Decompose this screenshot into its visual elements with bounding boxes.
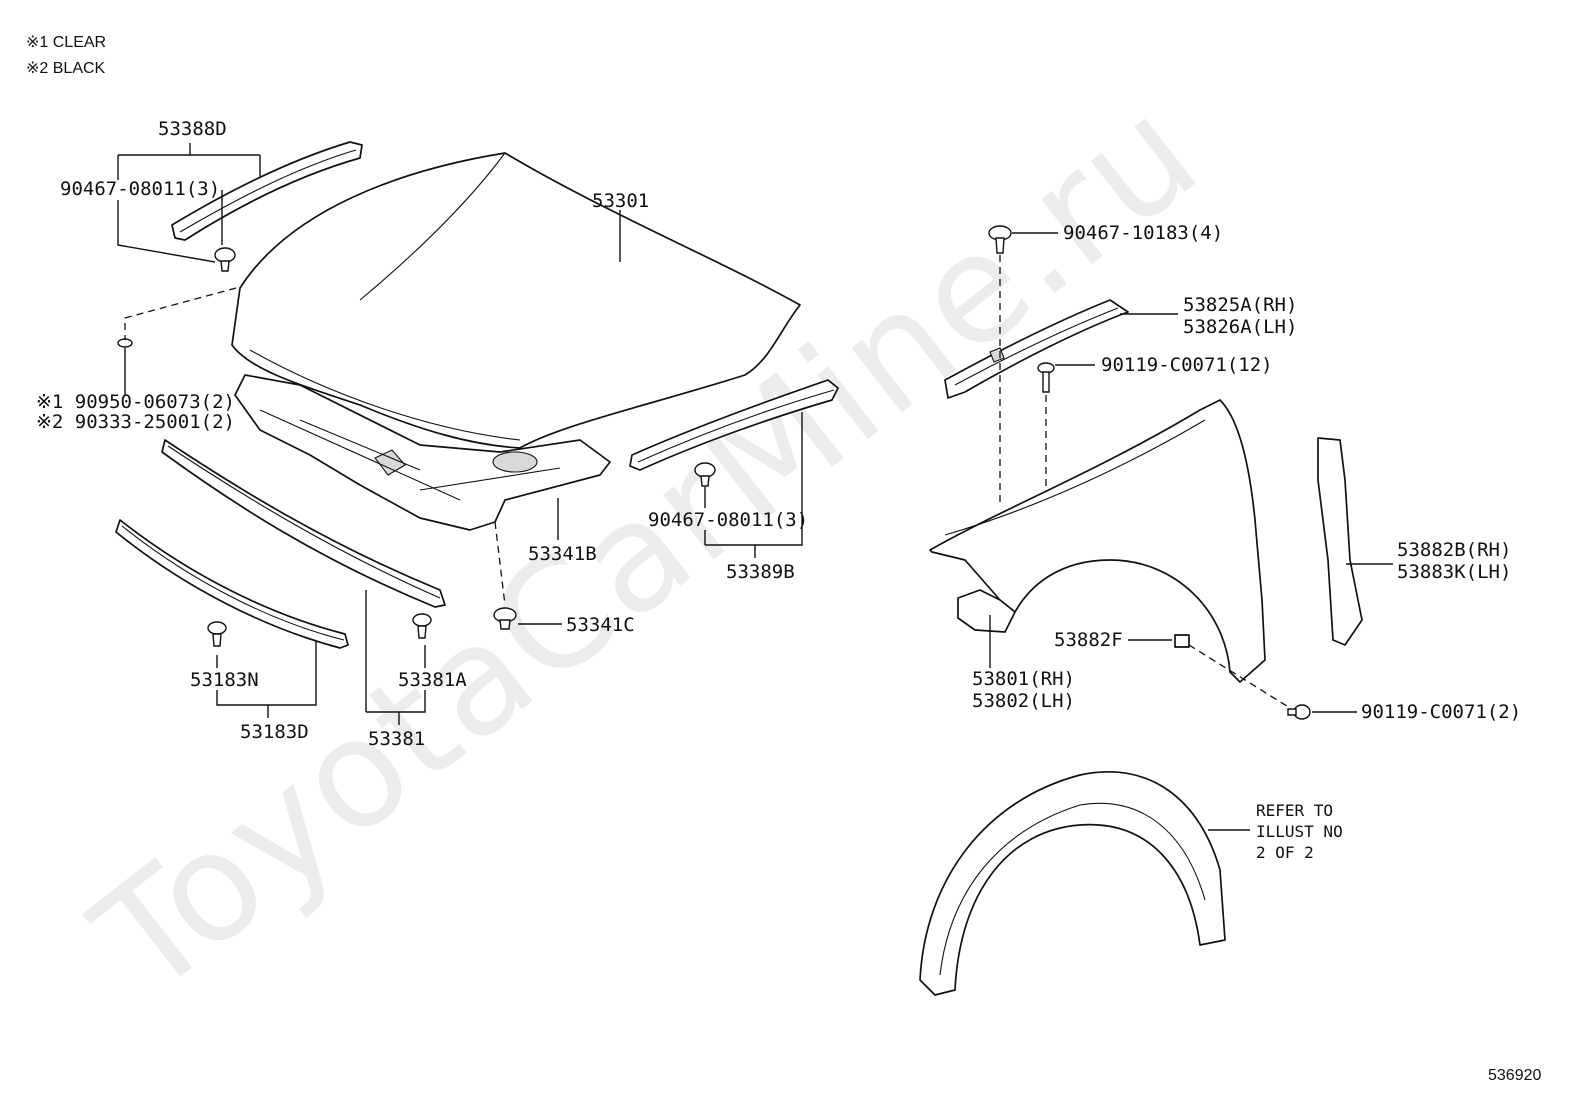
bolt-icon[interactable] <box>1037 362 1055 393</box>
label-53341C[interactable]: 53341C <box>566 614 635 636</box>
label-53882B[interactable]: 53882B(RH) <box>1397 539 1511 561</box>
bolt-icon[interactable] <box>988 225 1012 254</box>
bolt-icon[interactable] <box>1287 704 1311 720</box>
label-90467-10183[interactable]: 90467-10183(4) <box>1063 222 1223 244</box>
label-53183D[interactable]: 53183D <box>240 721 309 743</box>
clip-icon[interactable] <box>412 613 432 639</box>
hood-insulator[interactable] <box>234 374 611 531</box>
label-53301[interactable]: 53301 <box>592 190 649 212</box>
hood-panel[interactable] <box>231 152 801 449</box>
label-90467-08011-lower[interactable]: 90467-08011(3) <box>648 509 808 531</box>
label-53825A[interactable]: 53825A(RH) <box>1183 294 1297 316</box>
figure-number: 536920 <box>1488 1067 1541 1084</box>
label-90333-25001[interactable]: ※2 90333-25001(2) <box>36 411 235 433</box>
label-53381A[interactable]: 53381A <box>398 669 467 691</box>
label-53801[interactable]: 53801(RH) <box>972 668 1075 690</box>
weatherstrip-53388D[interactable] <box>171 141 363 241</box>
label-illust-no: ILLUST NO <box>1256 822 1343 841</box>
label-53381[interactable]: 53381 <box>368 728 425 750</box>
label-53341B[interactable]: 53341B <box>528 543 597 565</box>
part-labels: 53388D 90467-08011(3) 53301 ※1 90950-060… <box>36 118 1541 1084</box>
weatherstrip-53389B[interactable] <box>629 379 839 471</box>
hood-front-strip[interactable] <box>161 439 446 608</box>
hood-rear-strip[interactable] <box>115 519 349 649</box>
fender-seal[interactable] <box>1317 437 1363 646</box>
label-53802[interactable]: 53802(LH) <box>972 690 1075 712</box>
label-90467-08011-upper[interactable]: 90467-08011(3) <box>60 178 220 200</box>
clip-icon[interactable] <box>493 607 517 630</box>
cushion-icon[interactable] <box>117 338 133 348</box>
label-90119-C0071-12[interactable]: 90119-C0071(12) <box>1101 354 1273 376</box>
leader-lines <box>117 143 1393 831</box>
clip-icon[interactable] <box>214 247 236 272</box>
label-refer-to: REFER TO <box>1256 801 1333 820</box>
legend-black: ※2 BLACK <box>26 60 106 77</box>
clip-icon[interactable] <box>694 462 716 487</box>
label-53183N[interactable]: 53183N <box>190 669 259 691</box>
label-53882F[interactable]: 53882F <box>1054 629 1123 651</box>
label-53826A[interactable]: 53826A(LH) <box>1183 316 1297 338</box>
label-53388D[interactable]: 53388D <box>158 118 227 140</box>
label-90119-C0071-2[interactable]: 90119-C0071(2) <box>1361 701 1521 723</box>
fender-pad[interactable] <box>1174 634 1190 648</box>
label-90950-06073[interactable]: ※1 90950-06073(2) <box>36 391 235 413</box>
label-page-ref: 2 OF 2 <box>1256 843 1314 862</box>
front-fender[interactable] <box>929 399 1266 683</box>
clip-icon[interactable] <box>207 621 227 647</box>
fender-liner[interactable] <box>919 771 1226 996</box>
legend-clear: ※1 CLEAR <box>26 34 106 51</box>
label-53389B[interactable]: 53389B <box>726 561 795 583</box>
label-53883K[interactable]: 53883K(LH) <box>1397 561 1511 583</box>
